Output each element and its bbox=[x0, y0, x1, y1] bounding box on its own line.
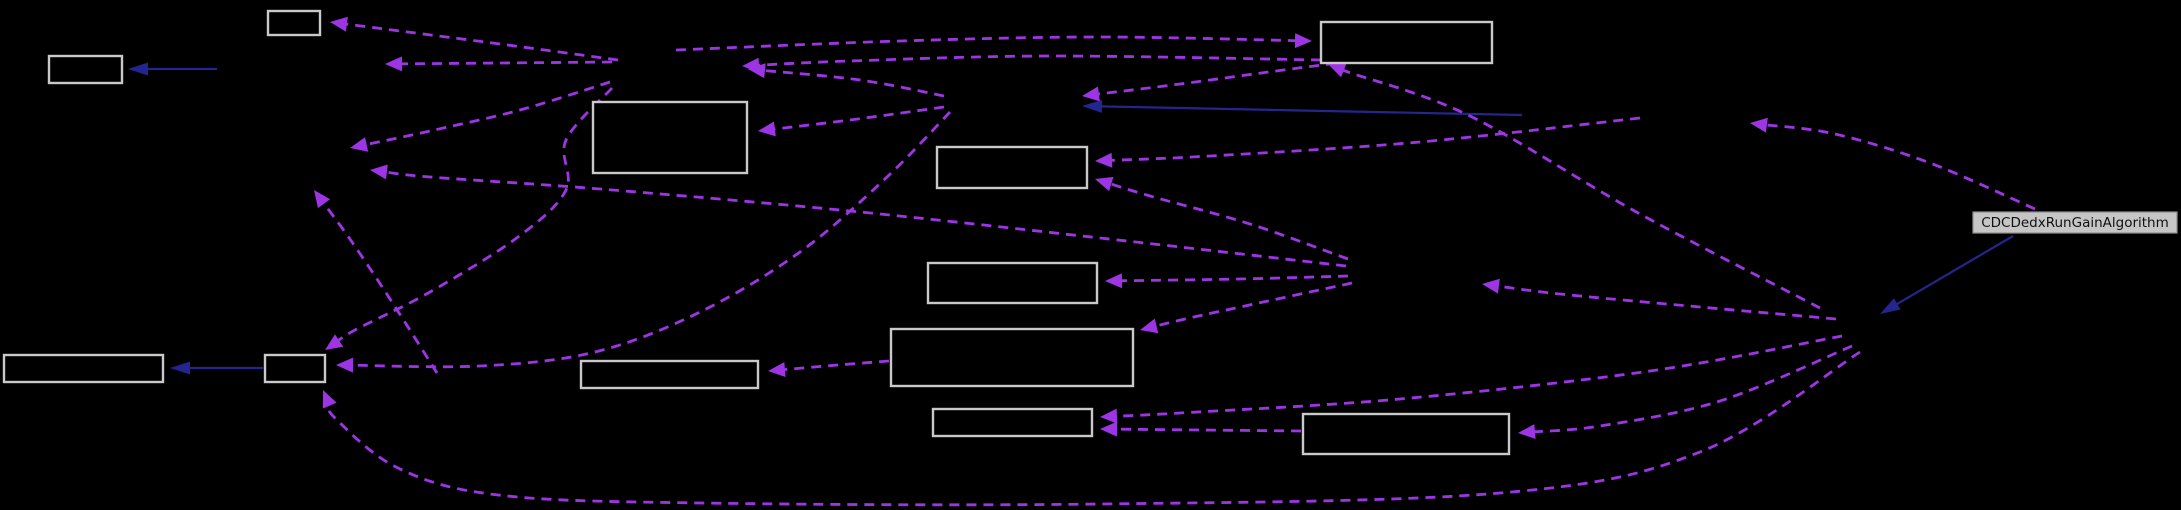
usage-edge-dashed bbox=[346, 111, 952, 369]
usage-arrowhead bbox=[314, 190, 331, 209]
inheritance-edge-solid bbox=[1093, 105, 1523, 117]
usage-edge-dashed bbox=[752, 54, 1322, 67]
usage-edge-dashed bbox=[778, 359, 890, 372]
node-center-big[interactable] bbox=[889, 327, 1135, 388]
usage-arrowhead bbox=[322, 390, 337, 409]
usage-arrowhead bbox=[1105, 273, 1123, 289]
usage-arrowhead bbox=[1100, 408, 1118, 424]
usage-edge-dashed bbox=[359, 80, 611, 148]
usage-arrowhead bbox=[370, 164, 388, 180]
usage-edge-dashed bbox=[1110, 334, 1843, 418]
usage-arrowhead bbox=[385, 56, 403, 72]
node-cdcdedxrungainalgorithm[interactable] bbox=[1972, 211, 2178, 234]
inheritance-arrowhead bbox=[1880, 298, 1901, 314]
usage-arrowhead bbox=[1750, 117, 1768, 133]
inheritance-arrowhead bbox=[170, 361, 190, 375]
node-left-long[interactable] bbox=[2, 353, 165, 384]
node-mid-upper[interactable] bbox=[935, 145, 1089, 190]
node-left-upper[interactable] bbox=[47, 54, 124, 85]
current-node-label: CDCDedxRunGainAlgorithm bbox=[1981, 215, 2169, 231]
usage-arrowhead bbox=[336, 357, 354, 373]
usage-edge-dashed bbox=[1528, 344, 1853, 434]
usage-edge-dashed bbox=[1759, 122, 2036, 211]
inheritance-arrowhead bbox=[1082, 99, 1103, 113]
usage-arrowhead bbox=[1140, 318, 1159, 334]
usage-edge-dashed bbox=[758, 68, 945, 98]
usage-arrowhead bbox=[1095, 152, 1113, 168]
usage-edge-dashed bbox=[1104, 180, 1349, 261]
usage-arrowhead bbox=[1482, 278, 1500, 294]
usage-edge-dashed bbox=[1110, 427, 1302, 433]
node-top-center[interactable] bbox=[1319, 20, 1494, 65]
inheritance-edge-solid bbox=[1889, 235, 2014, 309]
usage-arrowhead bbox=[1100, 421, 1118, 437]
node-center-bottom[interactable] bbox=[579, 359, 760, 390]
node-bottom-center[interactable] bbox=[931, 407, 1094, 438]
node-top-left-small[interactable] bbox=[266, 9, 322, 37]
usage-edge-dashed bbox=[332, 87, 614, 346]
usage-arrowhead bbox=[1518, 424, 1536, 440]
usage-edge-dashed bbox=[339, 21, 619, 62]
node-left-small[interactable] bbox=[263, 353, 327, 384]
usage-arrowhead bbox=[350, 137, 369, 152]
usage-edge-dashed bbox=[1333, 65, 1821, 310]
usage-arrowhead bbox=[1082, 86, 1100, 102]
inheritance-arrowhead bbox=[128, 62, 148, 76]
usage-arrowhead bbox=[1095, 176, 1114, 192]
usage-edge-dashed bbox=[1115, 274, 1349, 283]
usage-arrowhead bbox=[748, 63, 766, 79]
usage-arrowhead bbox=[330, 16, 348, 32]
node-bottom-right[interactable] bbox=[1301, 412, 1511, 456]
usage-edge-dashed bbox=[1149, 281, 1353, 329]
usage-arrowhead bbox=[768, 362, 786, 378]
usage-edge-dashed bbox=[379, 169, 1347, 268]
usage-edge-dashed bbox=[1491, 283, 1837, 321]
usage-arrowhead bbox=[758, 121, 776, 137]
usage-edge-dashed bbox=[675, 35, 1302, 52]
node-mid-lower[interactable] bbox=[926, 261, 1099, 305]
usage-arrowhead bbox=[325, 334, 344, 350]
usage-edge-dashed bbox=[1105, 116, 1641, 162]
usage-arrowhead bbox=[1294, 33, 1312, 49]
node-center-tall[interactable] bbox=[591, 100, 749, 175]
usage-edge-dashed bbox=[767, 105, 945, 132]
usage-edge-dashed bbox=[395, 60, 613, 66]
usage-edge-dashed bbox=[325, 350, 1861, 507]
usage-arrowhead bbox=[1328, 63, 1347, 78]
